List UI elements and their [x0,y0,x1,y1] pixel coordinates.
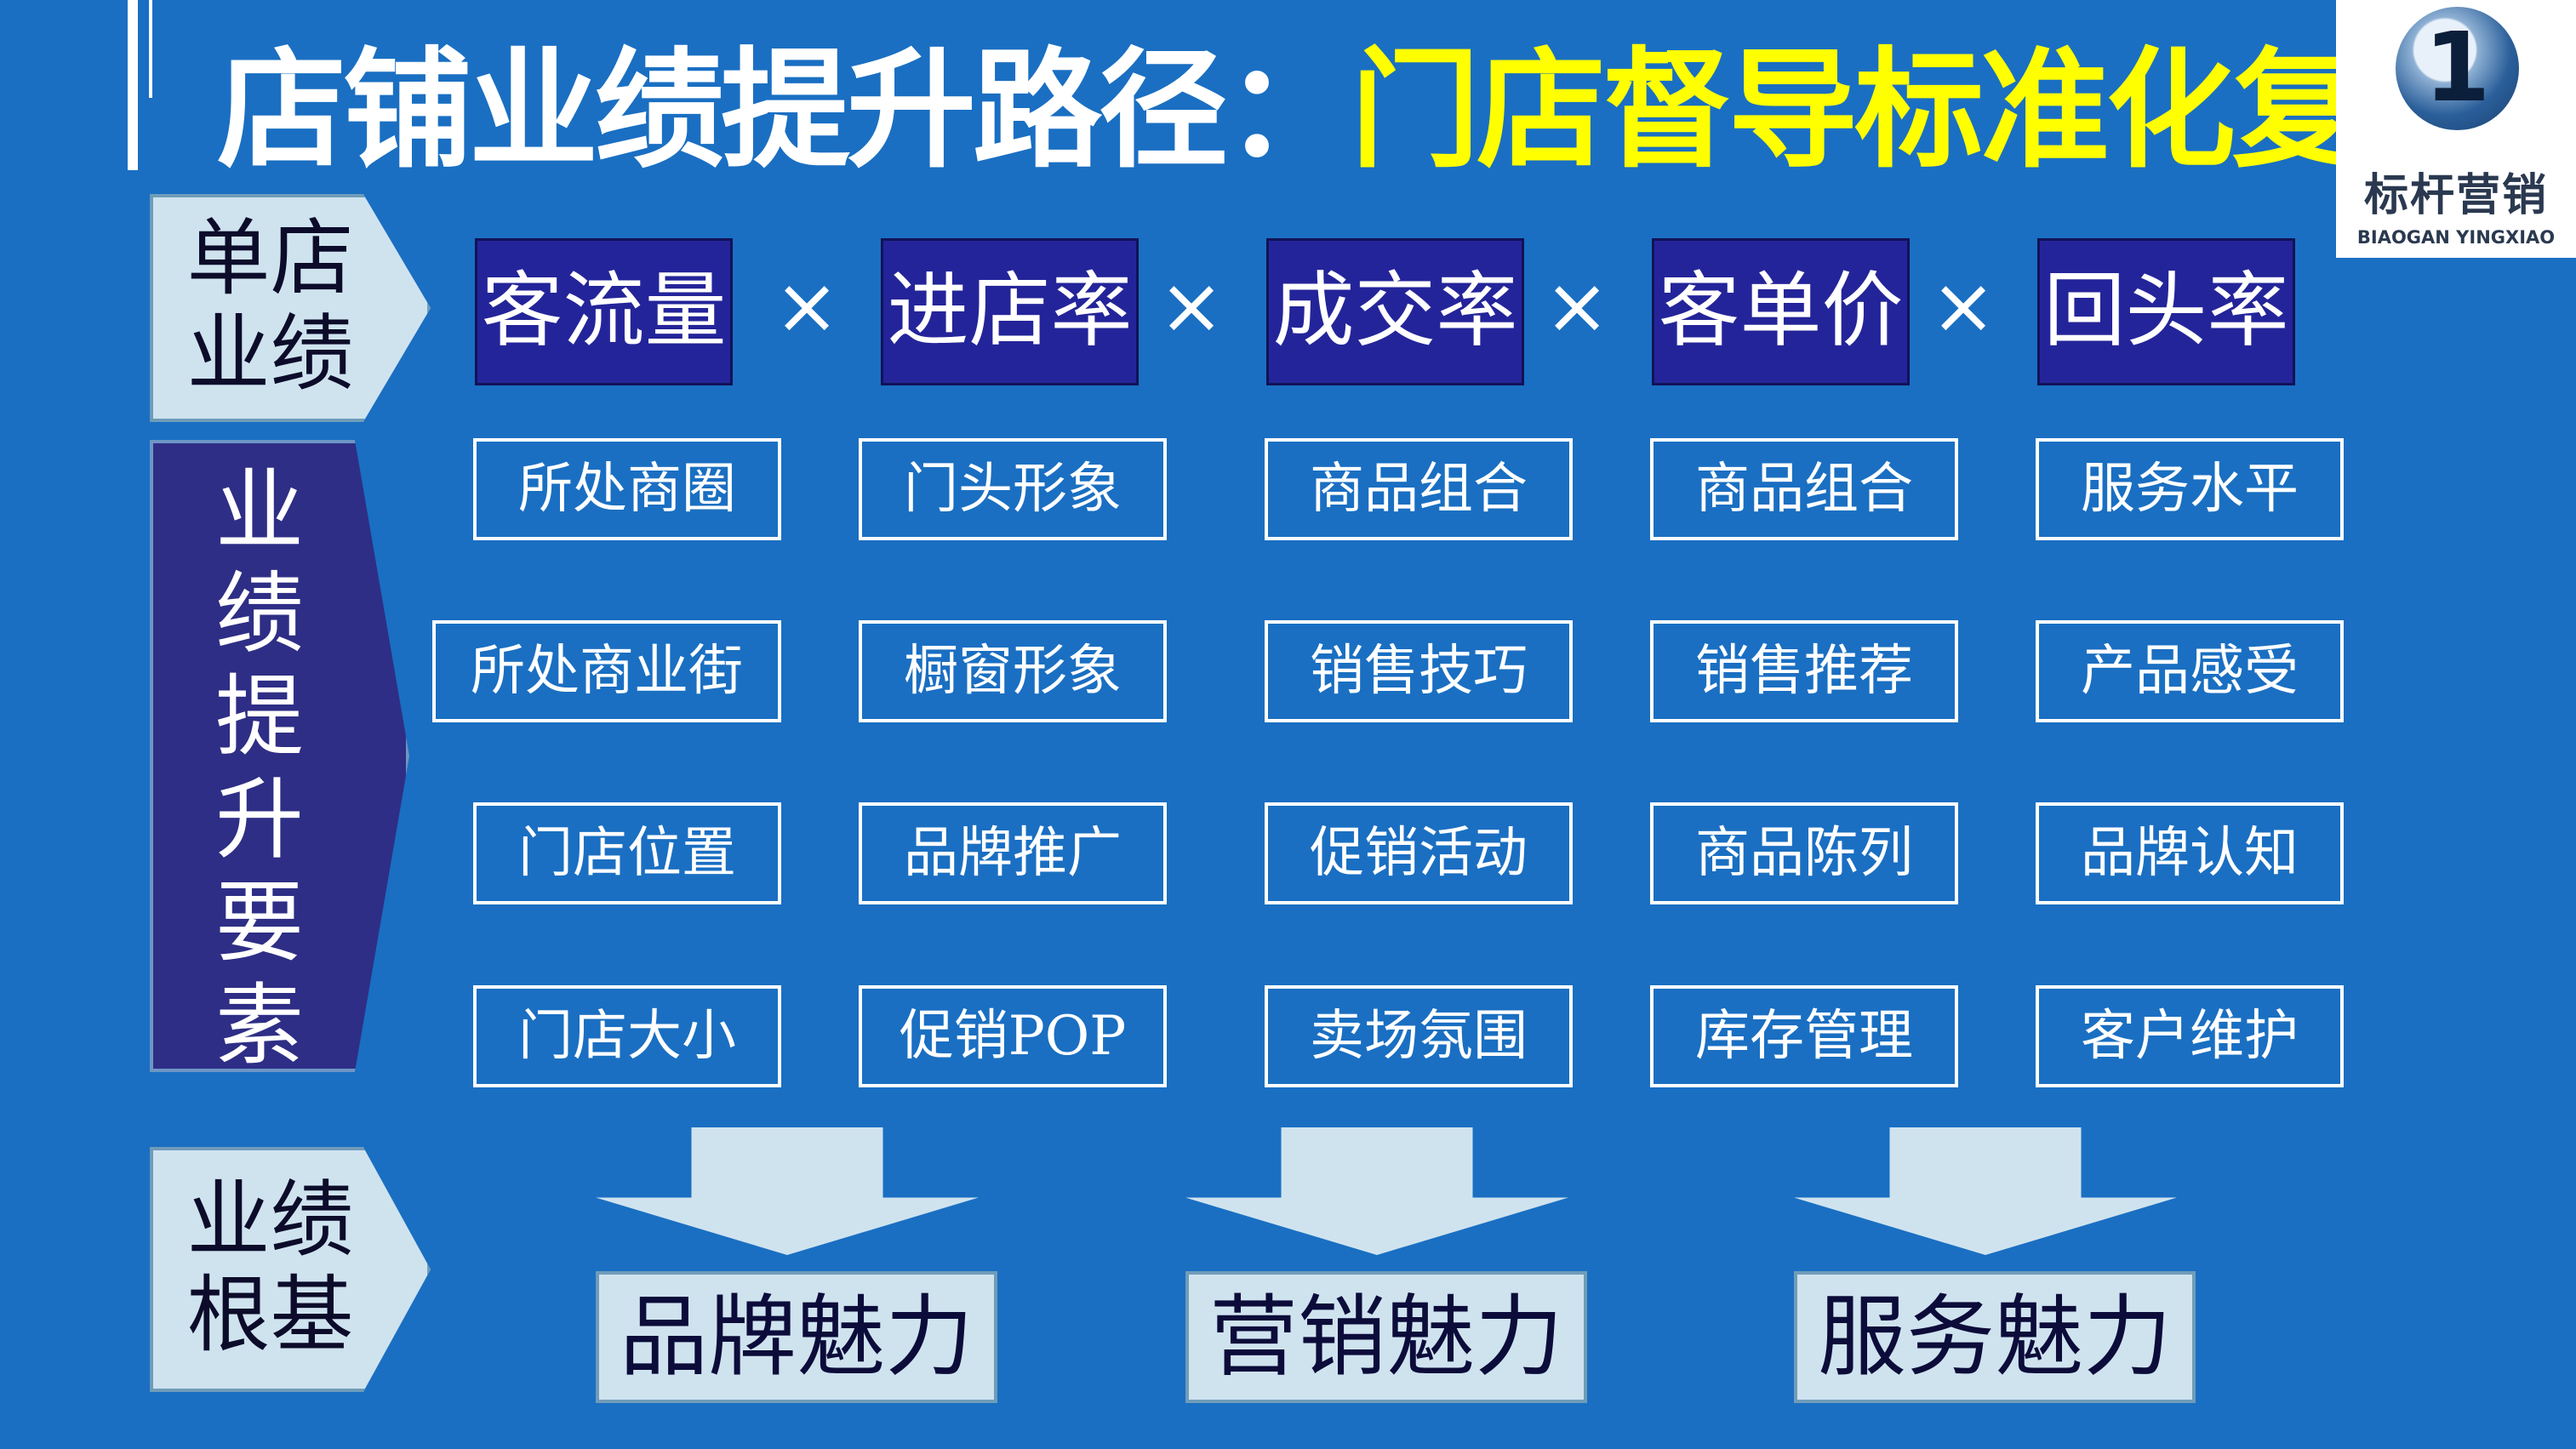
factor-cell: 所处商业街 [432,620,781,722]
factor-cell: 卖场氛围 [1265,985,1573,1087]
factors-label [150,440,409,1072]
title-highlight: 门店督导标准化复制 [1351,35,2487,185]
multiply-sign: × [1158,260,1225,351]
multiply-sign: × [1544,260,1610,351]
factor-cell: 促销活动 [1265,802,1573,904]
factor-cell: 品牌认知 [2036,802,2344,904]
factors-char: 要 [214,870,304,974]
page-title: 店铺业绩提升路径：门店督导标准化复制 [217,34,2487,187]
foundation-brand: 品牌魅力 [596,1271,997,1403]
formula-term-conversion-rate: 成交率 [1266,238,1524,385]
factors-char: 提 [214,665,304,768]
logo-cn-text: 标杆营销 [2363,170,2548,221]
factor-cell: 产品感受 [2036,620,2344,722]
logo-ring-icon [2396,7,2519,130]
foundation-label [150,1147,431,1392]
single-store-label-text: 单店 业绩 [162,211,379,402]
foundation-label-text: 业绩 根基 [162,1172,379,1363]
factors-char: 业 [214,459,304,562]
factor-cell: 客户维护 [2036,985,2344,1087]
formula-term-entry-rate: 进店率 [881,238,1139,385]
foundation-service: 服务魅力 [1794,1271,2196,1403]
factor-cell: 商品组合 [1650,438,1958,540]
factor-cell: 销售推荐 [1650,620,1958,722]
foundation-marketing: 营销魅力 [1185,1271,1587,1403]
factor-cell: 库存管理 [1650,985,1958,1087]
single-store-line1: 单店 [186,210,354,307]
factors-char: 升 [214,767,304,871]
factor-cell: 服务水平 [2036,438,2344,540]
factors-label-text: 业 绩 提 升 要 素 [157,459,362,1077]
logo-en-text: BIAOGAN YINGXIAO [2356,227,2556,248]
logo-mark: 1 [2424,13,2491,123]
brand-logo: 1 标杆营销 BIAOGAN YINGXIAO [2336,0,2576,258]
down-arrow-icon [1185,1127,1568,1255]
factor-cell: 所处商圈 [473,438,781,540]
factor-cell: 商品组合 [1265,438,1573,540]
formula-term-return-rate: 回头率 [2037,238,2295,385]
down-arrow-icon [1794,1127,2177,1255]
multiply-sign: × [1930,260,1996,351]
foundation-line2: 根基 [186,1267,354,1364]
down-arrow-icon [596,1127,979,1255]
multiply-sign: × [774,260,840,351]
title-accent-bar [128,0,138,170]
single-store-label [150,194,431,422]
single-store-line2: 业绩 [186,305,354,402]
factor-cell: 商品陈列 [1650,802,1958,904]
factor-cell: 门头形象 [859,438,1167,540]
factors-char: 绩 [214,562,304,665]
factor-cell: 门店大小 [473,985,781,1087]
factors-char: 素 [214,973,304,1077]
title-accent-line [149,0,152,98]
foundation-line1: 业绩 [186,1172,354,1269]
factor-cell: 促销POP [859,985,1167,1087]
factor-cell: 门店位置 [473,802,781,904]
factor-cell: 品牌推广 [859,802,1167,904]
formula-term-avg-order: 客单价 [1652,238,1910,385]
formula-term-traffic: 客流量 [475,238,733,385]
factor-cell: 销售技巧 [1265,620,1573,722]
factor-cell: 橱窗形象 [859,620,1167,722]
title-main: 店铺业绩提升路径： [217,35,1354,185]
